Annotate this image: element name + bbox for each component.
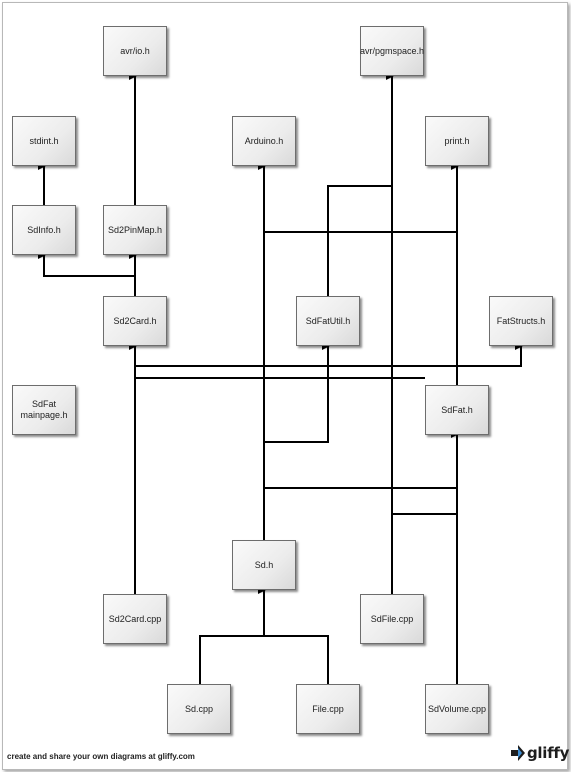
edge-sdfat-fatstructs xyxy=(456,342,523,385)
node-sdfat-h[interactable]: SdFat.h xyxy=(425,385,489,435)
node-file-cpp[interactable]: File.cpp xyxy=(296,684,360,734)
edge-sdfatutil-pgmspace xyxy=(327,72,394,296)
edge-sdfatutil-arduino xyxy=(258,162,328,233)
node-print[interactable]: print.h xyxy=(425,116,489,166)
edge-sd2card-sdinfo xyxy=(38,251,136,296)
edge-sdcpp-sd xyxy=(199,586,266,684)
edge-filecpp-sd xyxy=(264,635,329,684)
node-arduino[interactable]: Arduino.h xyxy=(232,116,296,166)
gliffy-logo[interactable]: gliffy xyxy=(509,744,569,762)
node-sdfile-cpp[interactable]: SdFile.cpp xyxy=(360,594,424,644)
edge-sdfat-sd2card xyxy=(129,342,457,367)
node-sdfatutil[interactable]: SdFatUtil.h xyxy=(296,296,360,346)
node-sd-cpp[interactable]: Sd.cpp xyxy=(167,684,231,734)
node-sdvolume-cpp[interactable]: SdVolume.cpp xyxy=(425,684,489,734)
node-fatstructs[interactable]: FatStructs.h xyxy=(489,296,553,346)
node-sdfat-mainpage[interactable]: SdFat mainpage.h xyxy=(12,385,76,435)
edge-sd-sdfatutil xyxy=(264,342,330,443)
node-sdinfo[interactable]: SdInfo.h xyxy=(12,205,76,255)
node-stdint[interactable]: stdint.h xyxy=(12,116,76,166)
node-avr-io[interactable]: avr/io.h xyxy=(103,26,167,76)
gliffy-arrow-icon xyxy=(511,745,525,761)
logo-wordmark: gliffy xyxy=(527,744,570,762)
node-sd2pinmap[interactable]: Sd2PinMap.h xyxy=(103,205,167,255)
edge-sdfile-sdfat xyxy=(392,488,458,515)
footer-text[interactable]: create and share your own diagrams at gl… xyxy=(7,752,195,761)
node-sd2card-h[interactable]: Sd2Card.h xyxy=(103,296,167,346)
node-sd2card-cpp[interactable]: Sd2Card.cpp xyxy=(103,594,167,644)
node-sd-h[interactable]: Sd.h xyxy=(232,540,296,590)
node-avr-pgmspace[interactable]: avr/pgmspace.h xyxy=(360,26,424,76)
